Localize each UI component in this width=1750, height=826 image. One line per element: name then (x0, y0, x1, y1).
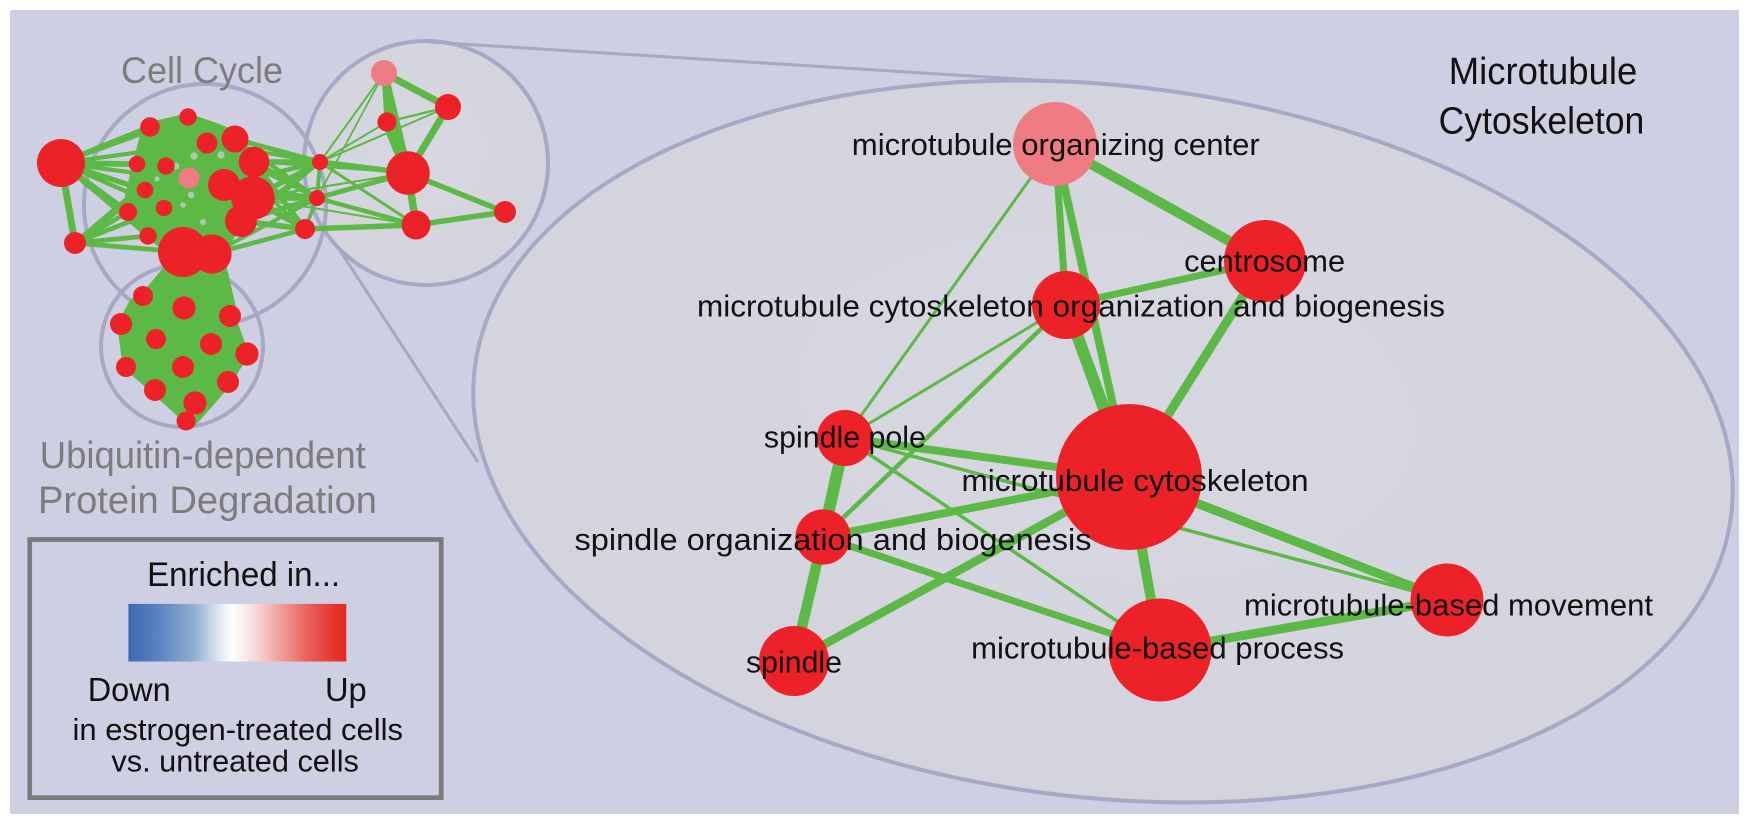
svg-text:Microtubule: Microtubule (1449, 51, 1638, 93)
svg-text:spindle organization and bioge: spindle organization and biogenesis (575, 522, 1092, 557)
svg-text:spindle: spindle (746, 645, 842, 680)
svg-text:microtubule cytoskeleton organ: microtubule cytoskeleton organization an… (697, 289, 1445, 324)
svg-text:Ubiquitin-dependent: Ubiquitin-dependent (40, 435, 366, 477)
svg-text:vs. untreated cells: vs. untreated cells (111, 744, 359, 779)
svg-text:Down: Down (88, 671, 171, 708)
svg-text:Protein Degradation: Protein Degradation (38, 480, 377, 522)
svg-text:microtubule-based movement: microtubule-based movement (1244, 588, 1653, 623)
svg-text:centrosome: centrosome (1184, 244, 1345, 279)
svg-text:microtubule organizing center: microtubule organizing center (852, 127, 1260, 162)
svg-text:Cell Cycle: Cell Cycle (121, 50, 283, 91)
svg-text:Up: Up (325, 671, 367, 708)
svg-text:Cytoskeleton: Cytoskeleton (1439, 100, 1645, 142)
svg-text:microtubule cytoskeleton: microtubule cytoskeleton (962, 463, 1309, 498)
svg-text:spindle pole: spindle pole (764, 420, 926, 455)
svg-text:microtubule-based process: microtubule-based process (971, 631, 1344, 666)
svg-text:Enriched in...: Enriched in... (147, 556, 340, 594)
svg-text:in estrogen-treated cells: in estrogen-treated cells (73, 712, 404, 747)
